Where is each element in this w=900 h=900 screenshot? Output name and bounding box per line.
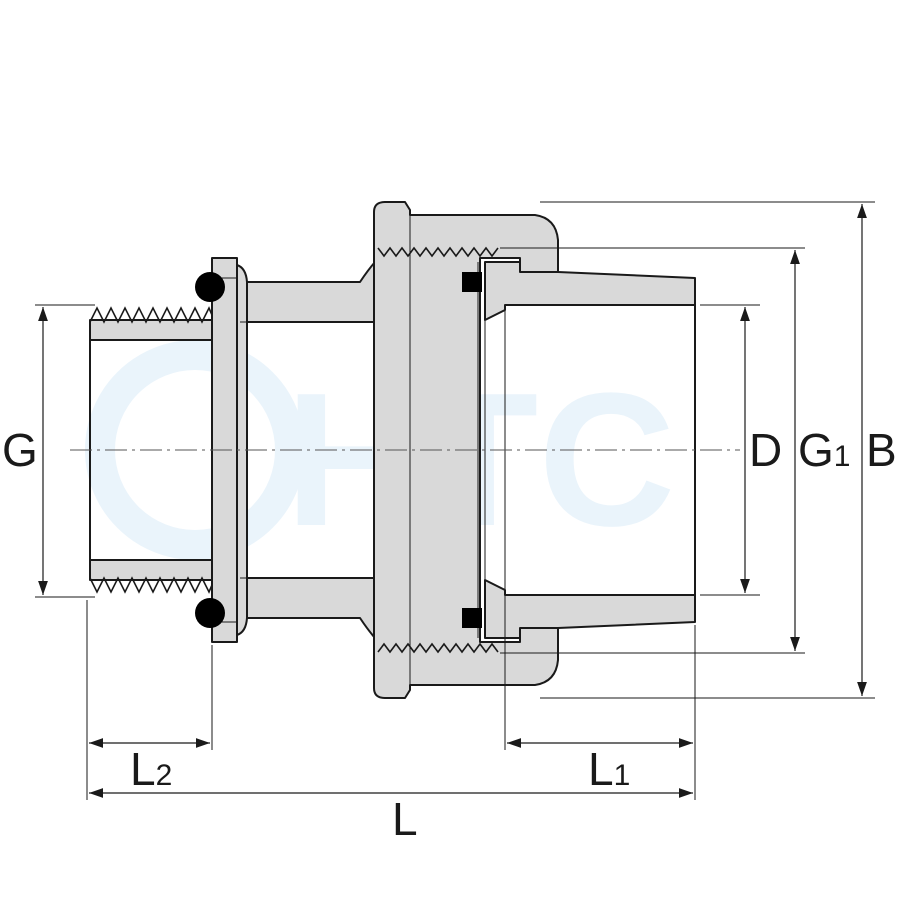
o-ring-top [195,272,225,302]
dimension-label-B: B [866,424,897,476]
o-ring-bottom [195,598,225,628]
dimension-label-D: D [749,424,782,476]
top-outer-thread [89,306,216,324]
dimension-label-L1: L1 [588,743,630,795]
bottom-outer-thread [89,576,216,594]
dimension-label-L: L [392,793,418,845]
nut-inner-thread-bottom [377,642,499,654]
nut-inner-thread-top [377,246,499,258]
dimension-label-G1: G1 [798,424,850,476]
seal-square-top [462,272,482,292]
extension-lines [35,201,875,800]
seal-square-bottom [462,608,482,628]
dimension-label-G: G [2,424,38,476]
dimension-label-L2: L2 [130,743,172,795]
dimension-lines [38,204,867,798]
